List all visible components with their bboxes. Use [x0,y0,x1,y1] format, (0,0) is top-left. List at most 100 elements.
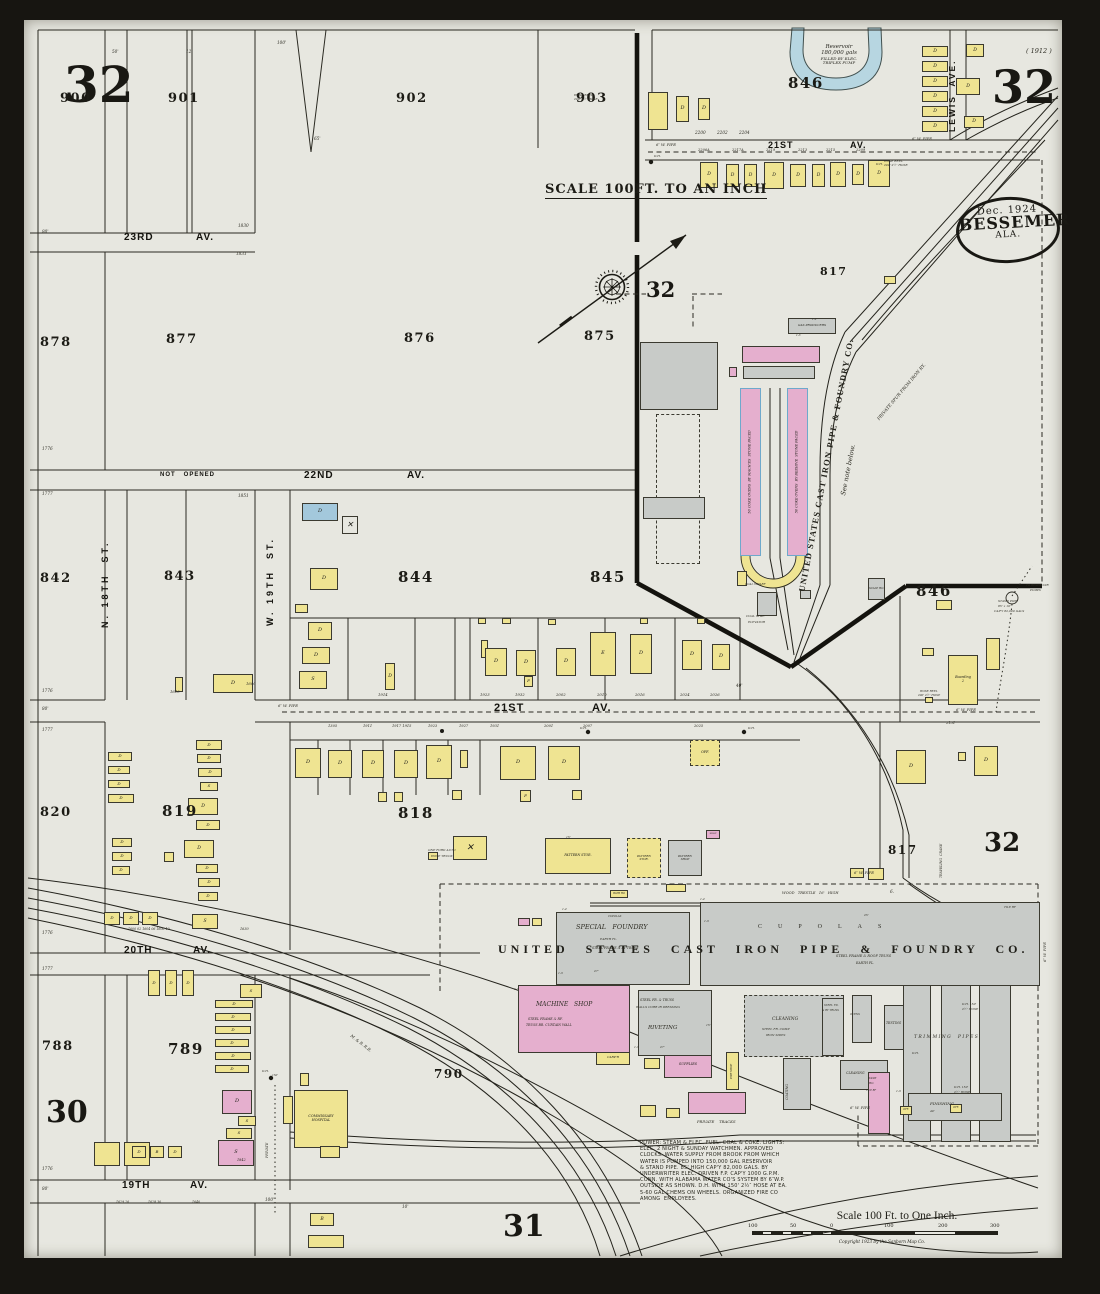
street-label: 22ND [304,470,334,481]
building [697,618,705,624]
map-annotation: 2½″ HOSE [962,1007,979,1011]
map-annotation: ONE FORD AUTO [428,848,456,852]
map-annotation: ELEVATOR [748,620,766,624]
map-annotation: EARTH FL. [856,961,875,965]
building: D [426,745,452,779]
map-annotation: D.H. [912,1051,919,1055]
building [164,852,174,862]
map-annotation: 1776 [42,1166,53,1171]
map-annotation: 2024 [680,692,690,697]
map-annotation: 2026 [710,692,720,697]
map-annotation: STEEL FR. & TRUSS [640,998,675,1002]
building: E [590,632,616,676]
map-annotation: 6″ W. PIPE [912,136,933,141]
map-annotation: 2217A [732,148,744,152]
map-annotation: 200' 2½″ HOSE [918,693,941,697]
map-annotation: 40' [736,683,743,688]
map-annotation: HOSE TRUCK [431,854,453,858]
building [737,571,747,586]
building [378,792,387,802]
map-annotation: D.H. [580,726,587,730]
building [800,590,811,599]
map-annotation: 1777 [42,966,53,971]
map-annotation: STEEL FRAME & RF. [528,1017,563,1021]
street-label: LEWIS AVE. [947,59,957,132]
block-number: 878 [40,335,72,350]
map-annotation: 2213 [798,148,808,152]
map-annotation: 1630 [240,927,249,931]
map-annotation: 200' 2½″ HOSE [884,163,908,167]
map-annotation: 2001 [544,724,554,728]
map-annotation: T R I M M I N G P I P E S [914,1035,978,1040]
map-annotation: 10' [402,1204,409,1209]
building [94,1142,120,1166]
building [666,1108,680,1118]
block-number: 844 [398,568,434,586]
map-annotation: 40' [930,1109,935,1113]
map-annotation: TILE RF [866,1089,877,1092]
block-number: 788 [42,1039,74,1054]
cupolas-label: CUPOLAS [758,924,898,930]
building: S [240,984,262,998]
block-number: 819 [162,802,198,820]
building: D [726,164,739,187]
building [640,342,718,410]
map-annotation: 1610 [170,689,180,694]
map-annotation: 2202 [717,130,728,135]
map-annotation: WASH [868,1077,877,1080]
map-annotation: SPECIAL FOUNDRY [576,923,648,931]
building [638,990,712,1056]
building [283,1096,293,1124]
building [688,1092,746,1114]
building [320,1146,340,1158]
reservoir-capacity: 180,000 gals [821,50,857,57]
map-annotation: 2002 [556,692,566,697]
map-annotation: 2007 [583,724,593,728]
building: D [548,746,580,780]
building [742,346,820,363]
map-annotation: RIVETING [648,1025,678,1031]
map-annotation: MACHINE SHOP [536,1001,593,1008]
building [428,852,438,860]
building [460,750,468,768]
map-annotation: 1600 [246,681,256,686]
map-annotation: 1-2 [812,317,817,321]
block-number: 877 [166,332,198,347]
map-annotation: 1927 [459,724,469,728]
compass-rose [538,235,686,343]
map-annotation: 2219 [766,148,776,152]
block-number: 817 [820,265,848,278]
map-annotation: 1-3 [704,919,709,923]
map-annotation: D.H. [654,154,661,158]
building: D [213,674,253,693]
building [452,790,462,800]
block-number: 901 [168,91,200,106]
scale-tick: 100 [748,1223,758,1229]
map-annotation: 2209 [856,148,866,152]
map-annotation: OVENS [850,1013,860,1016]
map-annotation: COAL WHARF [745,582,766,586]
map-annotation: 6″ W. PIPE [656,142,677,147]
map-annotation: CAP'Y 82,000 GALS [994,609,1025,613]
building [884,276,896,284]
map-annotation: 1-3 [796,333,801,337]
map-annotation: HOSE REEL [574,93,593,97]
building [936,600,952,610]
map-annotation: 1830 [238,223,249,228]
scale-tick: 50 [790,1223,797,1229]
map-annotation: 200' 2½″ HOSE [574,97,598,101]
map-annotation: 150' [272,1073,279,1077]
map-annotation: 2010 [597,692,607,697]
map-annotation: D.H. 150' [962,1002,977,1006]
map-annotation: D.H. [876,162,883,166]
map-annotation: 1777 [42,727,53,732]
map-annotation: 1600 02 1604 06 1608 10 [128,927,170,931]
fire-protection-note: POWER: STEAM & ELEC. FUEL: COAL & COKE. … [640,1140,787,1202]
scale-bar-title: Scale 100 Ft. to One Inch. [836,1210,958,1222]
street-label: 20TH [124,945,153,956]
map-annotation: 6″ W. PIPE [278,703,299,708]
map-annotation: 1923 [480,692,490,697]
building: S [299,671,327,689]
map-annotation: STEEL FR. COMP [762,1027,790,1031]
